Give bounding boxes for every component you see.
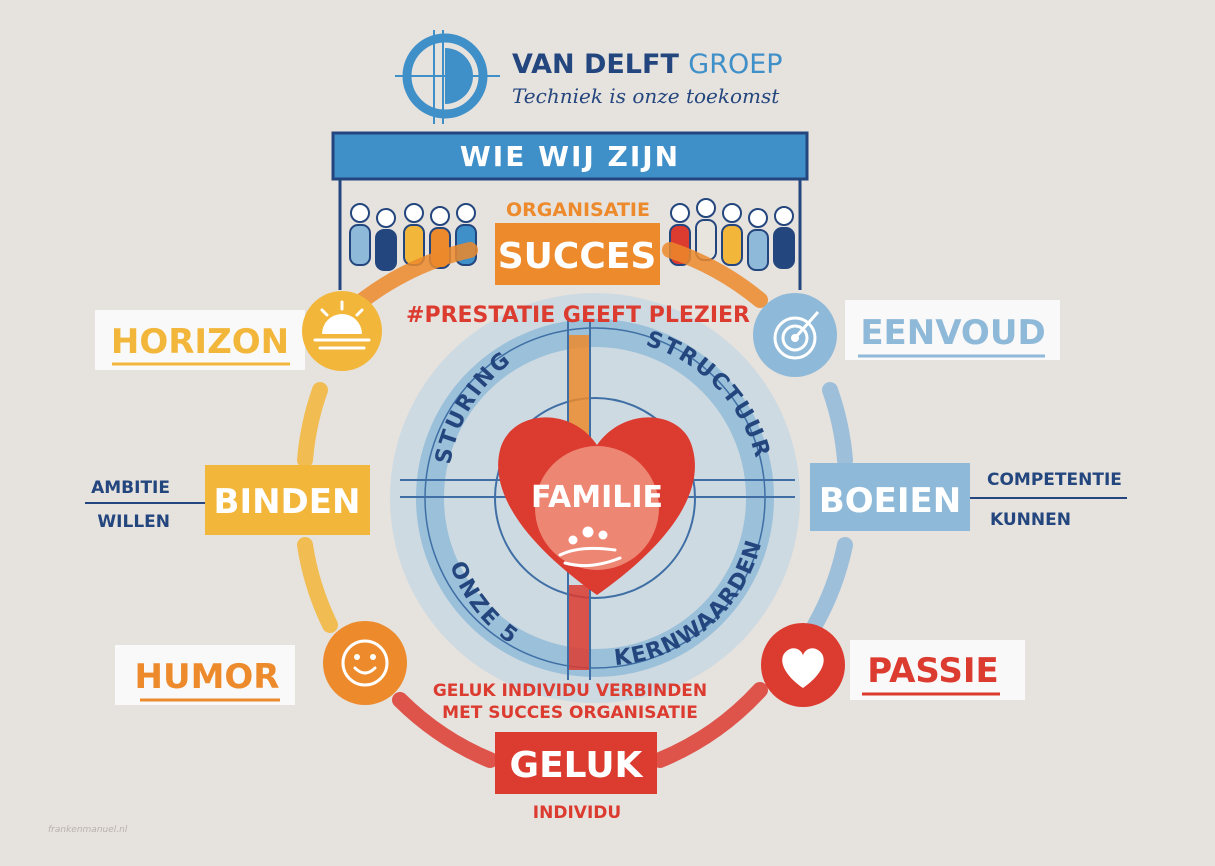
right-top-word: COMPETENTIE bbox=[987, 470, 1122, 490]
value-eenvoud: EENVOUD bbox=[860, 313, 1045, 353]
left-top-word: AMBITIE bbox=[91, 478, 170, 498]
top-slogan: #PRESTATIE GEEFT PLEZIER bbox=[406, 303, 750, 328]
banner-title: WIE WIJ ZIJN bbox=[460, 140, 680, 173]
center-label: FAMILIE bbox=[531, 480, 663, 515]
credit: frankenmanuel.nl bbox=[48, 825, 128, 835]
brand-tagline: Techniek is onze toekomst bbox=[512, 84, 780, 108]
heart-icon bbox=[498, 417, 695, 595]
brand-name: VAN DELFT GROEP bbox=[512, 49, 783, 80]
heart-badge-icon bbox=[761, 623, 845, 707]
right-bottom-word: KUNNEN bbox=[990, 510, 1071, 530]
value-humor: HUMOR bbox=[135, 657, 280, 697]
binden-box bbox=[205, 465, 370, 535]
horizon-highlight bbox=[95, 310, 305, 370]
value-horizon: HORIZON bbox=[111, 322, 289, 362]
bottom-slogan-1: GELUK INDIVIDU VERBINDEN bbox=[433, 681, 707, 701]
sunrise-icon bbox=[302, 291, 382, 371]
top-label: SUCCES bbox=[498, 236, 657, 277]
boeien-box bbox=[810, 463, 970, 531]
succes-box bbox=[495, 223, 660, 285]
right-label: BOEIEN bbox=[819, 481, 961, 521]
banner: WIE WIJ ZIJN bbox=[331, 131, 809, 290]
family-icon bbox=[558, 526, 622, 568]
value-passie: PASSIE bbox=[867, 651, 998, 691]
left-bottom-word: WILLEN bbox=[97, 512, 170, 532]
humor-highlight bbox=[115, 645, 295, 705]
top-subtitle: ORGANISATIE bbox=[506, 199, 650, 221]
target-icon bbox=[753, 293, 837, 377]
bottom-label: GELUK bbox=[510, 745, 644, 786]
people-right-icon bbox=[669, 198, 795, 271]
left-label: BINDEN bbox=[214, 482, 361, 522]
logo-mark-icon bbox=[395, 30, 500, 124]
bottom-slogan-2: MET SUCCES ORGANISATIE bbox=[442, 703, 698, 723]
bottom-subtitle: INDIVIDU bbox=[533, 803, 621, 823]
smiley-icon bbox=[323, 621, 407, 705]
eenvoud-highlight bbox=[845, 300, 1060, 360]
passie-highlight bbox=[850, 640, 1025, 700]
geluk-box bbox=[495, 732, 657, 794]
